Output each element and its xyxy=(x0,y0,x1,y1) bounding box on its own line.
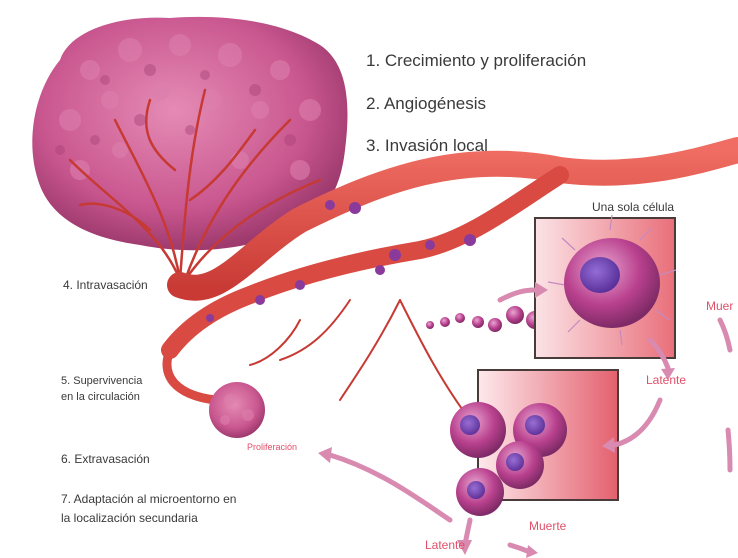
single-cell-box xyxy=(535,215,676,358)
step-6-label: 6. Extravasación xyxy=(61,452,150,466)
step-3-label: 3. Invasión local xyxy=(366,136,488,156)
step-2-label: 2. Angiogénesis xyxy=(366,94,486,114)
step-5-label-line1: 5. Supervivencia xyxy=(61,373,142,389)
death-bottom-label: Muerte xyxy=(529,519,566,533)
latent-bottom-label: Latente xyxy=(425,538,465,552)
step-1-label: 1. Crecimiento y proliferación xyxy=(366,51,586,71)
step-7-label-line1: 7. Adaptación al microentorno en xyxy=(61,492,236,506)
step-5-label-line2: en la circulación xyxy=(61,389,140,405)
cell-stream xyxy=(426,306,544,332)
death-top-label: Muer xyxy=(706,299,733,313)
proliferation-box xyxy=(450,370,618,516)
latent-top-label: Latente xyxy=(646,373,686,387)
step-7-label-line2: la localización secundaria xyxy=(61,511,198,525)
proliferation-label: Proliferación xyxy=(247,442,297,452)
single-cell-label: Una sola célula xyxy=(592,200,674,214)
secondary-tumor xyxy=(209,382,265,438)
step-4-label: 4. Intravasación xyxy=(63,278,148,292)
